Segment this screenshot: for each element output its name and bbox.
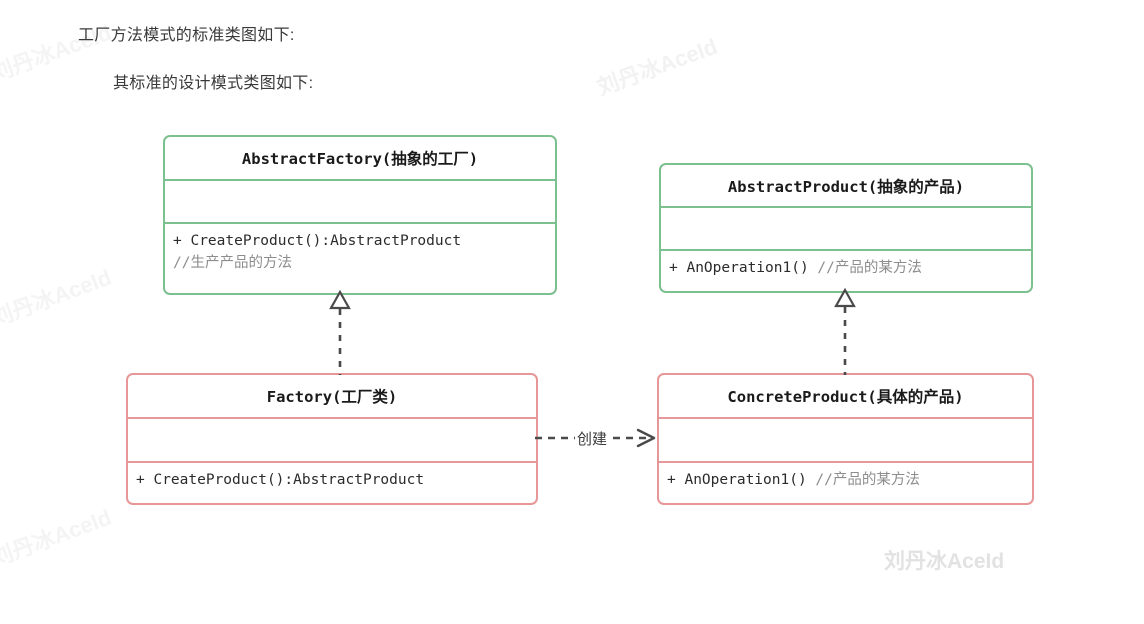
watermark-top-center: 刘丹冰AceId: [593, 33, 721, 101]
class-methods-factory: + CreateProduct():AbstractProduct: [128, 461, 536, 503]
dependency-label-creates: 创建: [575, 428, 610, 449]
class-attributes-concrete-product: [659, 417, 1032, 461]
class-title-concrete-product: ConcreteProduct(具体的产品): [727, 388, 964, 406]
method-signature: + AnOperation1(): [667, 472, 807, 488]
method-comment: //生产产品的方法: [173, 255, 292, 272]
class-methods-abstract-factory: + CreateProduct():AbstractProduct //生产产品…: [165, 222, 555, 293]
uml-class-concrete-product[interactable]: ConcreteProduct(具体的产品) + AnOperation1() …: [657, 373, 1034, 505]
method-comment: //产品的某方法: [817, 260, 922, 276]
method-signature: + AnOperation1(): [669, 260, 809, 276]
method-signature: + CreateProduct():AbstractProduct: [136, 472, 425, 488]
class-methods-concrete-product: + AnOperation1() //产品的某方法: [659, 461, 1032, 503]
uml-class-abstract-product[interactable]: AbstractProduct(抽象的产品) + AnOperation1() …: [659, 163, 1033, 293]
watermark-bottom-right: 刘丹冰AceId: [884, 550, 1005, 573]
class-title-abstract-factory: AbstractFactory(抽象的工厂): [241, 150, 479, 168]
intro-line-1: 工厂方法模式的标准类图如下:: [78, 27, 295, 44]
class-title-abstract-product: AbstractProduct(抽象的产品): [727, 177, 965, 196]
class-attributes-abstract-factory: [165, 179, 555, 222]
intro-line-2: 其标准的设计模式类图如下:: [113, 75, 314, 92]
realization-arrow-concrete-product-to-abstract-product: [834, 287, 856, 375]
class-attributes-abstract-product: [661, 206, 1031, 249]
watermark-left-mid: 刘丹冰AceId: [0, 264, 115, 332]
uml-class-factory[interactable]: Factory(工厂类) + CreateProduct():AbstractP…: [126, 373, 538, 505]
realization-arrow-factory-to-abstract-factory: [329, 289, 351, 375]
class-methods-abstract-product: + AnOperation1() //产品的某方法: [661, 249, 1031, 291]
method-comment: //产品的某方法: [815, 472, 920, 488]
class-attributes-factory: [128, 417, 536, 461]
class-title-factory: Factory(工厂类): [266, 388, 398, 406]
uml-class-abstract-factory[interactable]: AbstractFactory(抽象的工厂) + CreateProduct()…: [163, 135, 557, 295]
watermark-left-bottom: 刘丹冰AceId: [0, 504, 115, 572]
method-signature: + CreateProduct():AbstractProduct: [173, 233, 462, 249]
